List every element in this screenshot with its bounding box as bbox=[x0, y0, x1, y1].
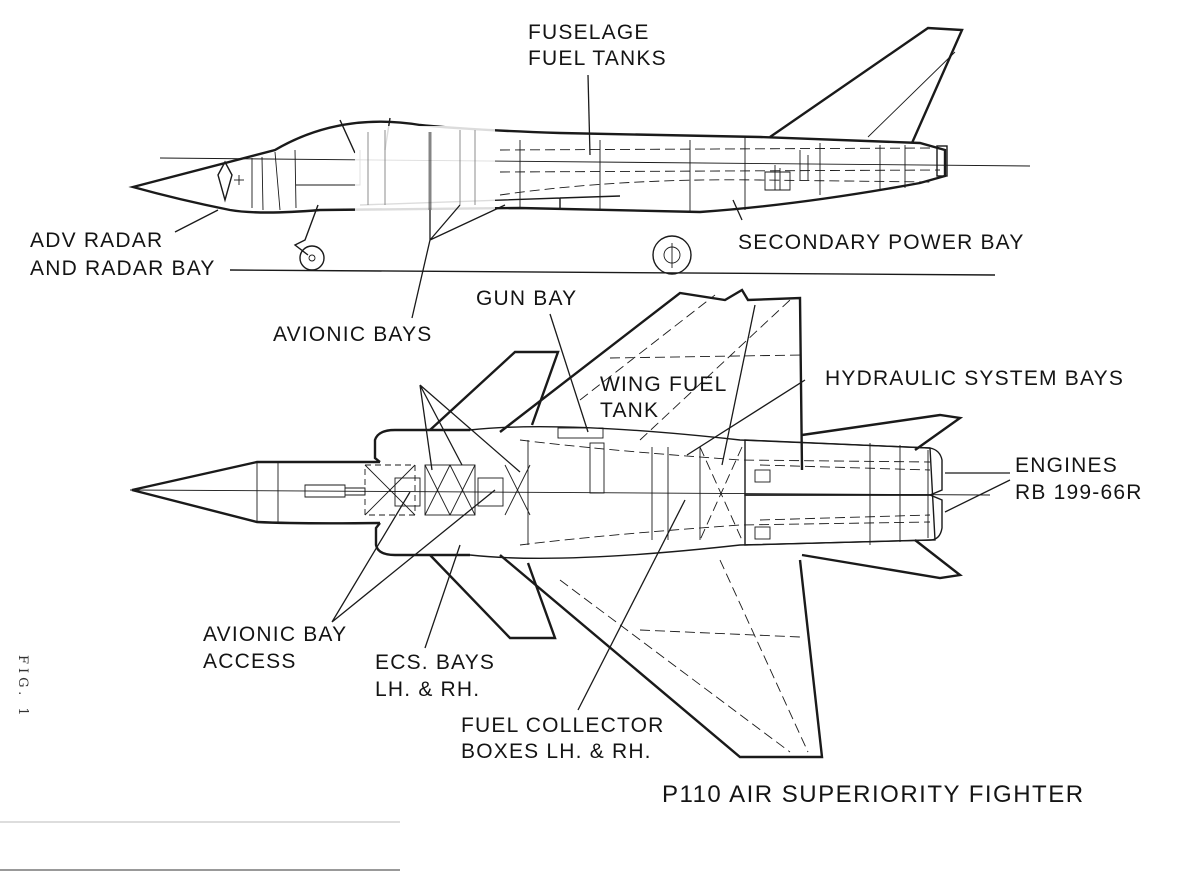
pointer-hydraulic bbox=[686, 304, 806, 466]
pointer-avionic-bays-plan bbox=[419, 384, 521, 473]
engines-plan bbox=[744, 439, 943, 546]
label-avionic-bay-access-line2: ACCESS bbox=[203, 650, 297, 673]
blurred-bars bbox=[367, 130, 476, 210]
vertical-fin bbox=[769, 26, 964, 144]
nose-wheel-hub bbox=[308, 254, 316, 262]
label-ecs-bays-line1: ECS. BAYS bbox=[375, 651, 496, 674]
blurred-region bbox=[355, 126, 495, 212]
nose-gear-strut bbox=[293, 204, 319, 256]
pointer-fuselage-fuel bbox=[587, 74, 591, 156]
wing-tank-rect bbox=[589, 442, 605, 494]
plan-nose bbox=[131, 460, 381, 525]
label-fuselage-fuel-tanks-line1: FUSELAGE bbox=[528, 21, 650, 44]
label-gun-bay: GUN BAY bbox=[476, 287, 578, 310]
plan-view bbox=[0, 288, 1011, 871]
gun-bay-rect bbox=[557, 427, 604, 439]
pointer-gun-bay bbox=[549, 313, 589, 433]
figure-label: FIG. 1 bbox=[15, 655, 30, 720]
exhaust-nozzle bbox=[936, 145, 948, 177]
engine-accessories bbox=[764, 150, 809, 191]
pilot-seat bbox=[304, 484, 366, 498]
pointer-secondary-power bbox=[732, 199, 743, 221]
label-fuel-collector-line2: BOXES LH. & RH. bbox=[461, 740, 652, 763]
radar-dish bbox=[217, 160, 233, 203]
plan-centerline bbox=[129, 489, 991, 496]
tailplane-upper bbox=[801, 413, 964, 451]
label-avionic-bays: AVIONIC BAYS bbox=[273, 323, 433, 346]
figure-title: P110 AIR SUPERIORITY FIGHTER bbox=[662, 781, 1085, 808]
pointer-engines bbox=[944, 472, 1011, 513]
pointer-avionic-side bbox=[411, 204, 506, 319]
pointer-ecs bbox=[424, 544, 461, 649]
main-wheel bbox=[652, 235, 692, 275]
side-fuselage-outline bbox=[128, 120, 947, 214]
label-wing-fuel-tank-line1: WING FUEL bbox=[600, 373, 728, 396]
label-avionic-bay-access-line1: AVIONIC BAY bbox=[203, 623, 348, 646]
wing-upper bbox=[499, 288, 804, 471]
label-secondary-power-bay: SECONDARY POWER BAY bbox=[738, 231, 1025, 254]
avionic-bays-plan bbox=[364, 464, 531, 516]
wing-upper-dashed bbox=[579, 294, 803, 441]
ground-line bbox=[229, 269, 996, 276]
pointer-adv-radar bbox=[174, 209, 219, 233]
side-centerline bbox=[159, 157, 1031, 167]
canard-lower bbox=[429, 554, 557, 640]
label-engines-line2: RB 199-66R bbox=[1015, 481, 1143, 504]
intake-lower bbox=[374, 522, 470, 557]
wing-lower-dashed bbox=[559, 559, 809, 753]
label-ecs-bays-line2: LH. & RH. bbox=[375, 678, 481, 701]
side-view bbox=[128, 26, 1031, 319]
body-dashed-upper bbox=[519, 439, 931, 463]
nose-wheel bbox=[299, 245, 325, 271]
intake-upper bbox=[373, 428, 470, 463]
canard-upper bbox=[429, 350, 560, 431]
label-adv-radar-line2: AND RADAR BAY bbox=[30, 257, 216, 280]
pointer-avionic-access bbox=[331, 489, 496, 623]
side-internal-dashed bbox=[499, 147, 941, 196]
fuel-collector-frames bbox=[527, 440, 701, 545]
body-dashed-lower bbox=[519, 521, 931, 546]
fin-inner-line bbox=[867, 51, 956, 138]
hydraulic-x bbox=[699, 446, 743, 541]
pointer-fuel-collector bbox=[577, 499, 686, 711]
label-fuselage-fuel-tanks-line2: FUEL TANKS bbox=[528, 47, 667, 70]
label-fuel-collector-line1: FUEL COLLECTOR bbox=[461, 714, 665, 737]
label-engines-line1: ENGINES bbox=[1015, 454, 1118, 477]
wing-lower bbox=[499, 554, 824, 759]
label-hydraulic-system-bays: HYDRAULIC SYSTEM BAYS bbox=[825, 367, 1125, 390]
label-wing-fuel-tank-line2: TANK bbox=[600, 399, 660, 422]
label-adv-radar-line1: ADV RADAR bbox=[30, 229, 164, 252]
tailplane-lower bbox=[801, 539, 963, 580]
